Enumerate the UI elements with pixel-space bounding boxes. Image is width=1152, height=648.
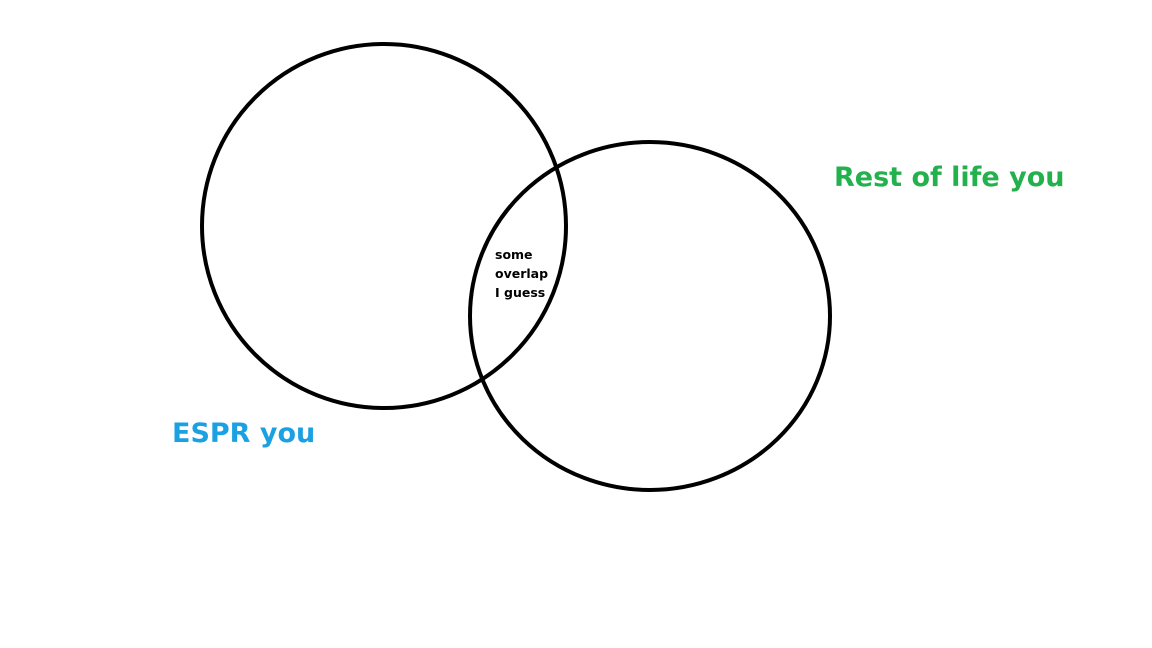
overlap-label: some overlap I guess: [495, 245, 548, 302]
right-circle: [468, 140, 832, 492]
overlap-label-line: some: [495, 247, 533, 262]
left-set-label: ESPR you: [172, 418, 316, 449]
overlap-label-line: overlap: [495, 266, 549, 281]
left-circle: [200, 42, 568, 410]
right-set-label: Rest of life you: [834, 162, 1065, 193]
overlap-label-line: I guess: [495, 285, 546, 300]
